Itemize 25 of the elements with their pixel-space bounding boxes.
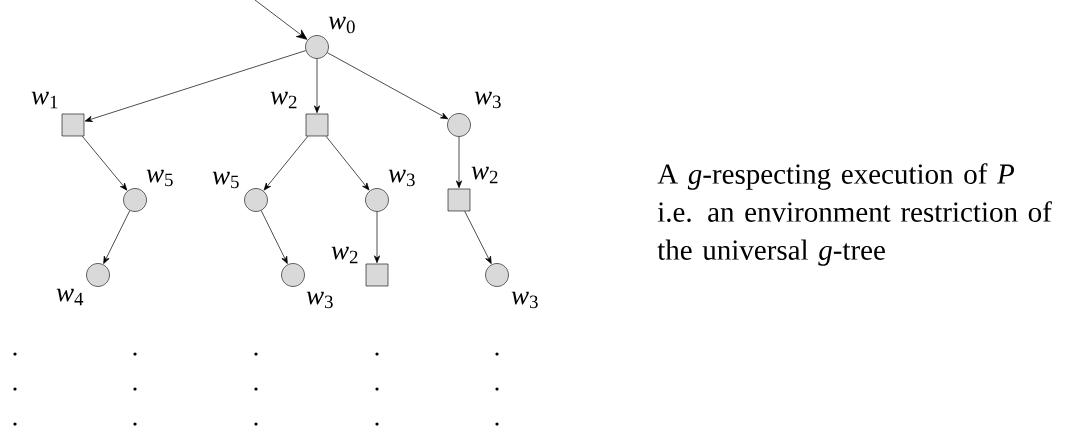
node-label: w$_{3}$ [474,91,501,109]
arrow [464,210,492,264]
arrow [82,135,128,191]
node-label: w$_{2}$ [331,246,358,264]
arrow [455,136,463,189]
node-label: w$_{0}$ [328,16,355,34]
arrow [373,211,381,264]
node-label: w$_{4}$ [56,288,84,306]
arrow [313,58,321,114]
node-label: w$_{2}$ [471,166,498,184]
node-label: w$_{3}$ [306,291,333,309]
arrow [103,210,131,264]
node-label: w$_{5}$ [146,169,173,187]
arrow [325,135,370,191]
arrow [327,52,449,120]
node-label: w$_{3}$ [388,169,415,187]
arrow [84,50,307,122]
node-label: w$_{2}$ [270,91,297,109]
caption-text: A g-respecting execution of P i.e. an environment restriction of the universal g-tree [657,163,1052,266]
node-label: w$_{5}$ [212,171,239,189]
arrow [260,210,288,264]
arrow [254,0,308,40]
arrow [263,135,309,191]
node-label: w$_{3}$ [511,291,538,309]
node-label: w$_{1}$ [31,91,58,109]
